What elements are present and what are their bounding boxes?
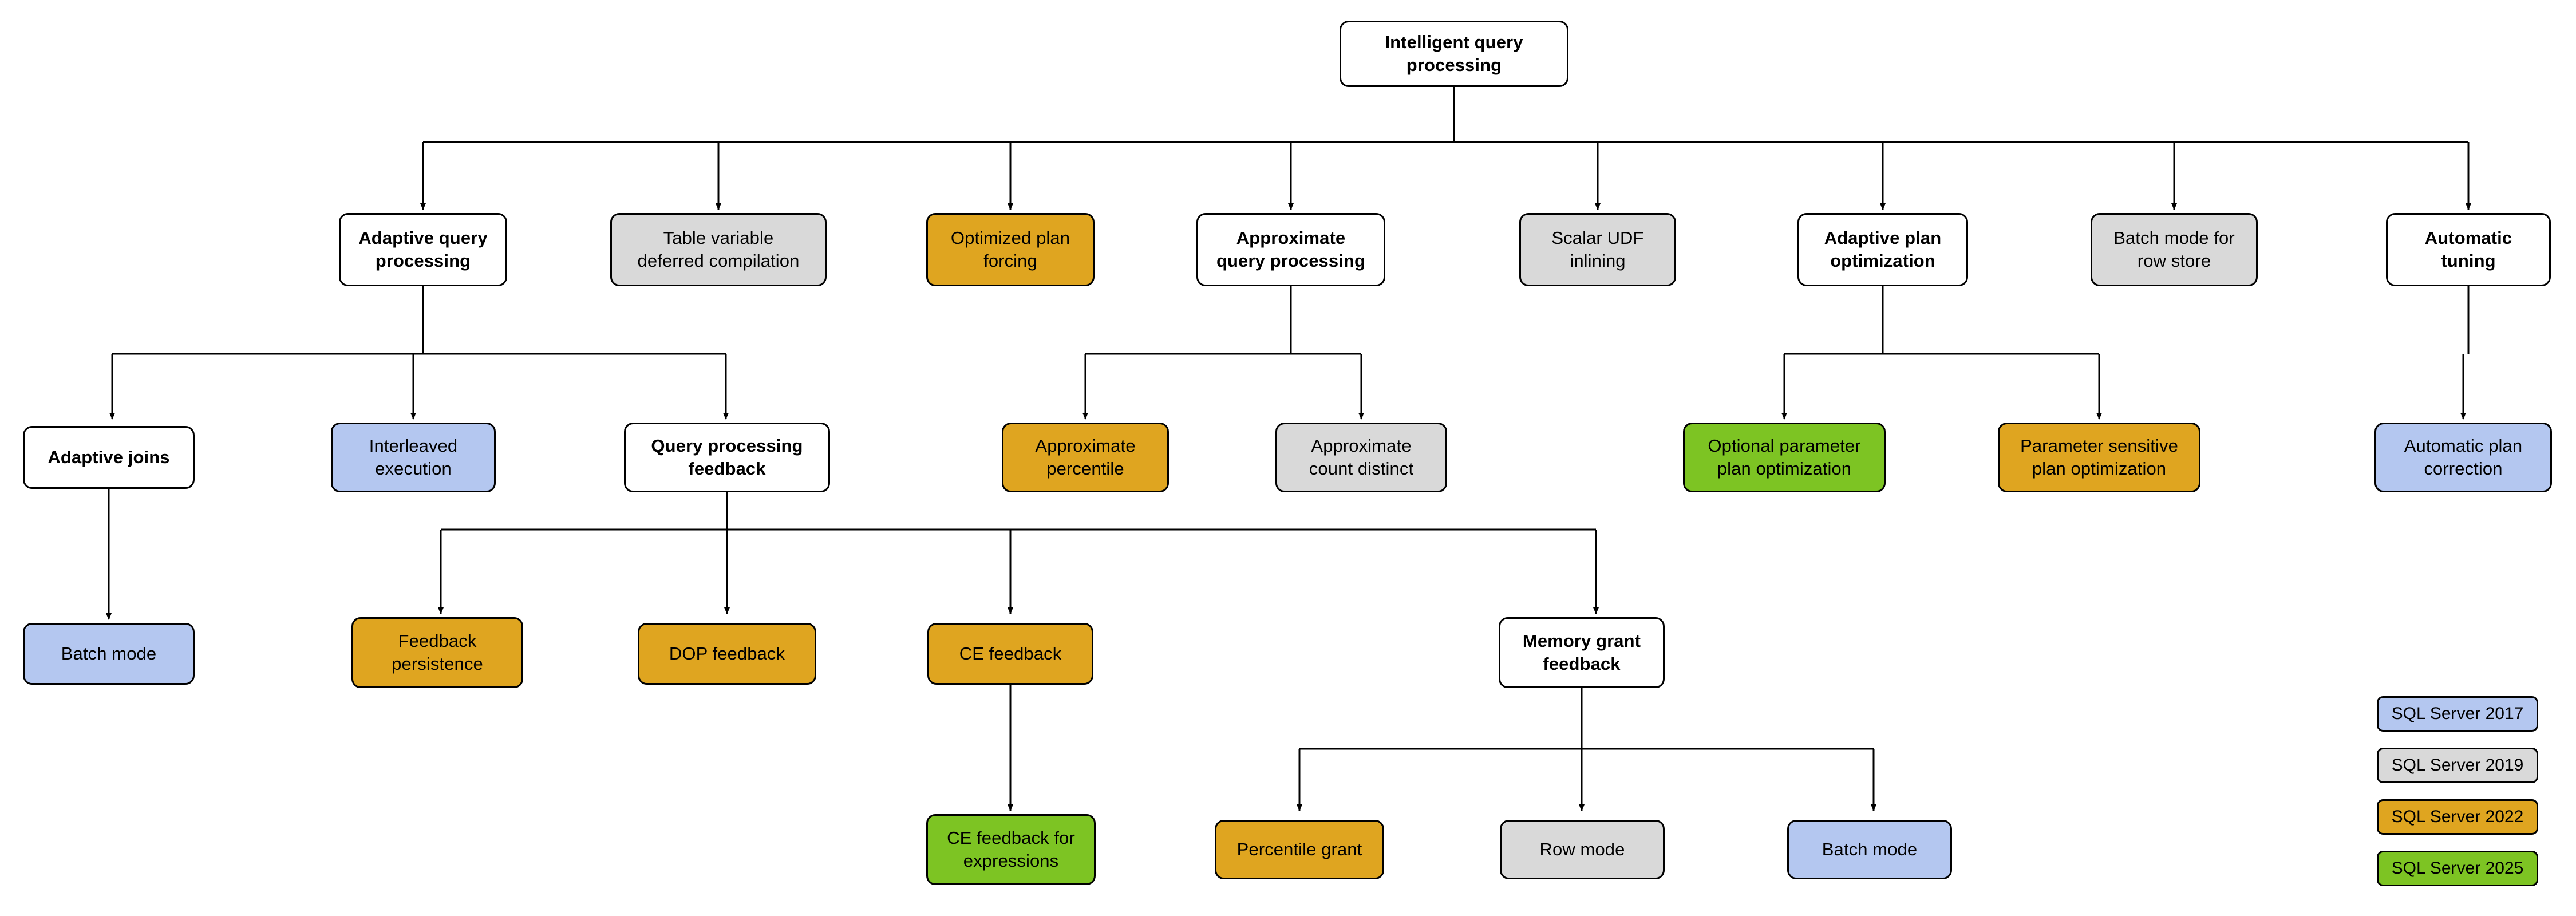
node-automatic-tuning[interactable]: Automatic tuning (2386, 213, 2551, 286)
node-ce-feedback[interactable]: CE feedback (927, 623, 1093, 685)
node-parameter-sensitive-plan-optimization[interactable]: Parameter sensitive plan optimization (1998, 423, 2200, 492)
node-batch-mode-memory-grant[interactable]: Batch mode (1787, 820, 1952, 879)
node-approximate-percentile[interactable]: Approximate percentile (1002, 423, 1169, 492)
node-interleaved-execution[interactable]: Interleaved execution (331, 423, 496, 492)
node-ce-feedback-for-expressions[interactable]: CE feedback for expressions (926, 814, 1096, 885)
node-root-intelligent-query-processing[interactable]: Intelligent query processing (1340, 21, 1568, 87)
node-query-processing-feedback[interactable]: Query processing feedback (624, 423, 830, 492)
node-approximate-query-processing[interactable]: Approximate query processing (1196, 213, 1385, 286)
node-batch-mode-adaptive[interactable]: Batch mode (23, 623, 195, 685)
node-percentile-grant[interactable]: Percentile grant (1215, 820, 1384, 879)
node-dop-feedback[interactable]: DOP feedback (638, 623, 816, 685)
node-batch-mode-for-row-store[interactable]: Batch mode for row store (2091, 213, 2258, 286)
legend-item-sql-server-2017: SQL Server 2017 (2377, 696, 2538, 732)
node-adaptive-joins[interactable]: Adaptive joins (23, 426, 195, 489)
node-automatic-plan-correction[interactable]: Automatic plan correction (2374, 423, 2552, 492)
legend-item-sql-server-2019: SQL Server 2019 (2377, 748, 2538, 783)
node-adaptive-plan-optimization[interactable]: Adaptive plan optimization (1797, 213, 1968, 286)
node-table-variable-deferred-compilation[interactable]: Table variable deferred compilation (610, 213, 827, 286)
node-memory-grant-feedback[interactable]: Memory grant feedback (1499, 617, 1665, 688)
node-feedback-persistence[interactable]: Feedback persistence (351, 617, 523, 688)
node-row-mode[interactable]: Row mode (1500, 820, 1665, 879)
node-approximate-count-distinct[interactable]: Approximate count distinct (1275, 423, 1447, 492)
node-scalar-udf-inlining[interactable]: Scalar UDF inlining (1519, 213, 1676, 286)
legend-item-sql-server-2022: SQL Server 2022 (2377, 799, 2538, 835)
node-optional-parameter-plan-optimization[interactable]: Optional parameter plan optimization (1683, 423, 1886, 492)
node-optimized-plan-forcing[interactable]: Optimized plan forcing (926, 213, 1095, 286)
legend-item-sql-server-2025: SQL Server 2025 (2377, 851, 2538, 886)
node-adaptive-query-processing[interactable]: Adaptive query processing (339, 213, 507, 286)
